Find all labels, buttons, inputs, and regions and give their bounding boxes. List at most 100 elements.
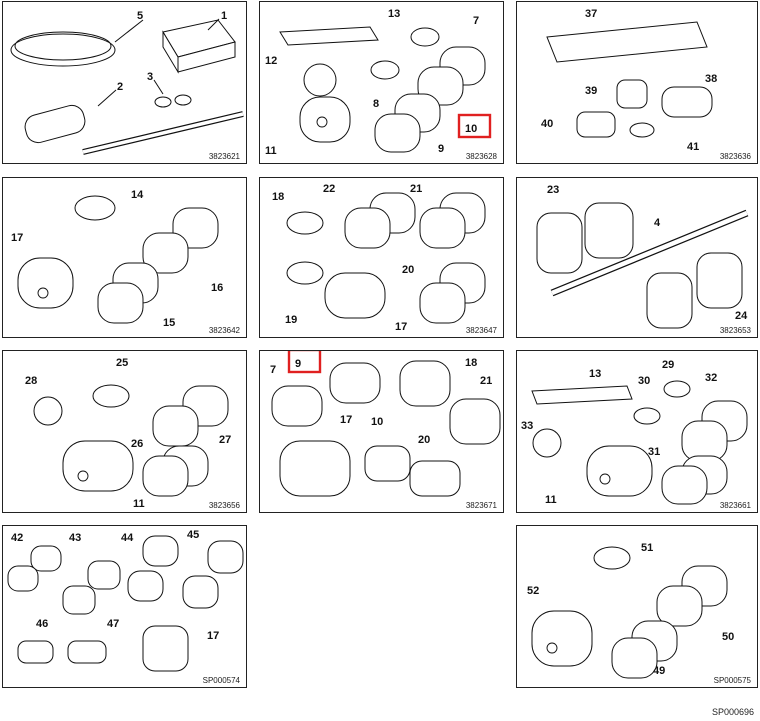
sleeve-10 [329,362,381,404]
tool-17 [17,257,74,309]
label-8: 8 [373,98,379,110]
label-40: 40 [541,118,553,130]
collar-46 [17,640,54,664]
label-46: 46 [36,618,48,630]
sleeve-32b [681,420,728,462]
tool-17 [324,272,386,319]
adapter-42b [7,565,39,592]
label-49: 49 [653,665,665,677]
panel-11-drawing: 51 52 50 49 [527,542,734,679]
sleeve-39 [616,79,648,109]
sleeve-d [374,113,421,153]
label-27: 27 [219,434,231,446]
label-18: 18 [272,191,284,203]
figure-number: 3823661 [719,501,751,510]
label-3: 5 [137,10,143,22]
highlight-box-10 [457,113,492,139]
sleeve-21 [449,398,501,445]
label-21: 21 [480,375,492,387]
sleeve-15b [97,282,144,324]
hose-coil [10,33,116,67]
sleeve-24b [696,252,743,309]
frame-37 [546,21,708,63]
label-18: 20 [418,434,430,446]
collar-18 [286,211,324,235]
adapter-45b [182,575,219,609]
label-38: 38 [705,73,717,85]
tool-17 [142,625,189,672]
figure-number: 3823642 [208,326,240,335]
label-2: 2 [117,81,123,93]
label-7: 10 [371,416,383,428]
label-26: 26 [131,438,143,450]
label-4: 4 [654,217,661,229]
cylinder [24,104,86,144]
highlight-box-10 [287,351,322,374]
figure-number: 3823671 [465,501,497,510]
label-17: 17 [11,232,23,244]
adapter-44a [142,535,179,567]
figure-number: 3823621 [208,152,240,161]
panel-2-drawing: 13 7 12 8 11 9 10 [265,8,492,157]
label-10: 9 [295,358,301,370]
label-21: 21 [410,183,422,195]
sleeve-16b [142,232,189,274]
adapter-44b [127,570,164,602]
panel-11: 51 52 50 49 SP000575 [516,525,758,688]
label-17: 17 [207,630,219,642]
sleeve-40 [576,111,616,138]
sleeve-20 [399,360,451,407]
label-10: 10 [465,123,477,135]
figure-number: 3823653 [719,326,751,335]
panel-6-drawing: 23 4 24 [536,184,749,329]
label-13: 13 [589,368,601,380]
hose-coil-inner [14,31,112,61]
label-39: 39 [585,85,597,97]
sleeve-22b [344,207,391,249]
figure-number: SP000574 [202,676,240,685]
label-1: 1 [221,10,227,22]
sleeve-24a [646,272,693,329]
label-24: 24 [735,310,748,322]
collar-51 [593,546,631,570]
label-42: 42 [11,532,23,544]
panel-1-drawing: 5 1 2 3 [10,10,244,155]
label-47: 47 [107,618,119,630]
collar-8 [370,60,400,80]
panel-10-drawing: 42 43 44 45 46 47 17 [7,529,244,672]
label-28: 28 [25,375,37,387]
label-19: 19 [285,314,297,326]
sleeve-23b [584,202,634,259]
label-51: 51 [641,542,653,554]
sleeve-9 [271,385,323,427]
label-50: 50 [722,631,734,643]
label-16: 16 [211,282,223,294]
puller-33 [532,428,562,458]
label-20: 20 [402,264,414,276]
label-25: 25 [116,357,128,369]
sleeve-20b [419,282,466,324]
panel-8: 9 7 18 21 17 10 20 3823671 [259,350,504,513]
figure-number: SP000575 [713,676,751,685]
sleeve-23a [536,212,583,274]
collar-18 [409,460,461,497]
panel-9: 13 29 30 32 33 31 11 3823661 [516,350,758,513]
adapter-a [154,96,172,108]
sleeve-27b [152,405,199,447]
label-5: 3 [147,71,153,83]
figure-number: 3823656 [208,501,240,510]
panel-5-drawing: 18 22 21 20 19 17 [272,183,486,333]
label-29: 29 [662,359,674,371]
figure-number: 3823647 [465,326,497,335]
label-43: 43 [69,532,81,544]
page-figure-number: SP000696 [711,707,754,717]
collar-7 [364,445,411,482]
sleeve-26b [142,455,189,497]
sleeve-50b [656,585,703,627]
adapter-45a [207,540,244,574]
label-9: 9 [438,143,444,155]
panel-1: 5 1 2 3 3823621 [2,1,247,164]
label-11: 11 [265,145,277,157]
label-15: 15 [163,317,175,329]
adapter-42a [30,545,62,572]
